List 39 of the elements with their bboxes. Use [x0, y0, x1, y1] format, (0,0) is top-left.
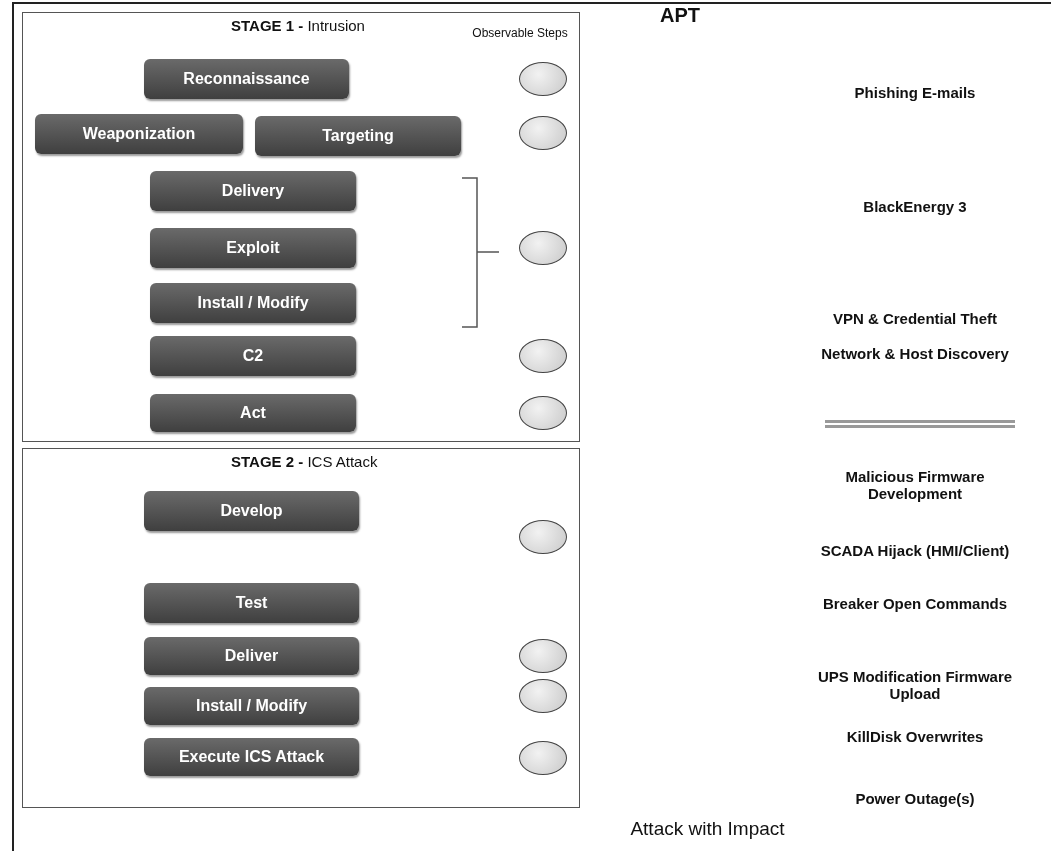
attack-step-label: Malicious Firmware Development: [844, 468, 986, 502]
step-box: C2: [150, 336, 356, 376]
attack-step-label: Network & Host Discovery: [820, 345, 1010, 362]
stage-panel: [22, 12, 580, 442]
observable-step-circle: [519, 520, 567, 554]
step-box: Targeting: [255, 116, 461, 156]
observable-step-circle: [519, 396, 567, 430]
step-box: Test: [144, 583, 359, 623]
attack-step-label: KillDisk Overwrites: [845, 728, 985, 745]
observable-step-circle: [519, 639, 567, 673]
step-box: Install / Modify: [144, 687, 359, 725]
caption: Attack with Impact: [629, 818, 786, 840]
observable-step-circle: [519, 339, 567, 373]
step-box: Install / Modify: [150, 283, 356, 323]
observable-step-circle: [519, 679, 567, 713]
observable-step-circle: [519, 741, 567, 775]
step-box: Reconnaissance: [144, 59, 349, 99]
step-box: Weaponization: [35, 114, 243, 154]
attack-step-label: BlackEnergy 3: [862, 198, 968, 215]
attack-step-label: VPN & Credential Theft: [831, 310, 999, 327]
attack-step-label: SCADA Hijack (HMI/Client): [819, 542, 1011, 559]
attack-step-label: Power Outage(s): [854, 790, 976, 807]
step-box: Act: [150, 394, 356, 432]
column-heading: Observable Steps: [471, 26, 569, 40]
observable-step-circle: [519, 116, 567, 150]
stage-title: STAGE 1 - Intrusion: [231, 17, 365, 34]
stage-title: STAGE 2 - ICS Attack: [231, 453, 378, 470]
observable-step-circle: [519, 231, 567, 265]
step-box: Execute ICS Attack: [144, 738, 359, 776]
title: APT: [660, 4, 700, 27]
step-box: Exploit: [150, 228, 356, 268]
step-box: Delivery: [150, 171, 356, 211]
stage-panel: [22, 448, 580, 808]
attack-step-label: Breaker Open Commands: [821, 595, 1009, 612]
observable-step-circle: [519, 62, 567, 96]
attack-step-label: Phishing E-mails: [853, 84, 977, 101]
step-box: Develop: [144, 491, 359, 531]
attack-step-label: UPS Modification Firmware Upload: [816, 668, 1014, 702]
step-box: Deliver: [144, 637, 359, 675]
